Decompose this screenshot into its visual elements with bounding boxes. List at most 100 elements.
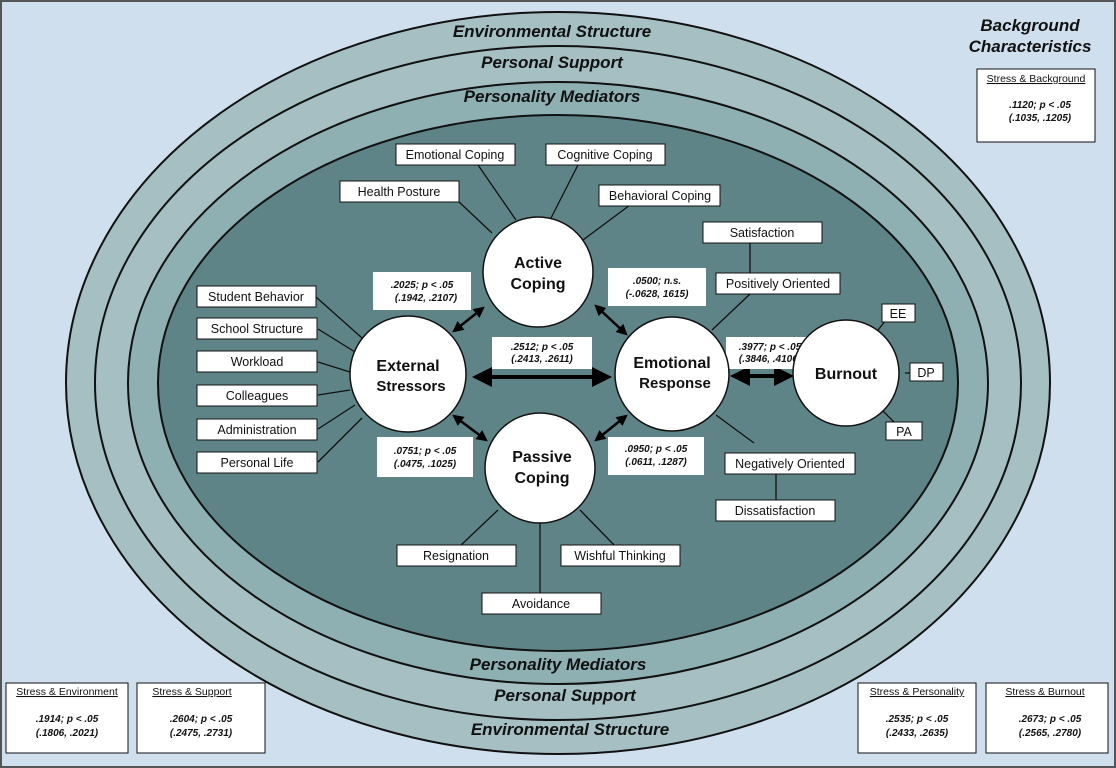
svg-text:.2512; p < .05: .2512; p < .05 xyxy=(511,342,574,353)
ring-label-environmental-bottom: Environmental Structure xyxy=(471,720,669,739)
stressor-box-colleagues: Colleagues xyxy=(196,384,318,407)
svg-text:School Structure: School Structure xyxy=(211,322,303,336)
box-negatively-oriented: Negatively Oriented xyxy=(724,452,856,475)
svg-text:Passive: Passive xyxy=(512,449,572,466)
box-pa: PA xyxy=(885,421,923,441)
stress-burnout-value: .2673; p < .05 xyxy=(1019,714,1082,725)
svg-text:Active: Active xyxy=(514,255,562,272)
ring-label-environmental-top: Environmental Structure xyxy=(453,22,651,41)
stressor-box-personal-life: Personal Life xyxy=(196,451,318,474)
stress-personality-title: Stress & Personality xyxy=(870,686,965,698)
background-title-line1: Background xyxy=(980,16,1080,35)
svg-text:Emotional: Emotional xyxy=(633,355,710,372)
ring-label-support-bottom: Personal Support xyxy=(494,686,637,705)
arrow-stressors-passive xyxy=(452,414,488,442)
node-external-stressors: External Stressors xyxy=(349,315,467,433)
svg-text:Workload: Workload xyxy=(231,355,284,369)
stress-burnout-title: Stress & Burnout xyxy=(1005,686,1084,698)
svg-text:.3977; p < .05: .3977; p < .05 xyxy=(739,342,802,353)
passive-connectors xyxy=(459,509,616,593)
box-behavioral-coping: Behavioral Coping xyxy=(598,184,721,207)
stress-support-title: Stress & Support xyxy=(152,686,231,698)
svg-text:.2025; p < .05: .2025; p < .05 xyxy=(391,280,454,291)
svg-text:(.0611, .1287): (.0611, .1287) xyxy=(625,457,687,468)
svg-text:Cognitive Coping: Cognitive Coping xyxy=(557,148,652,162)
svg-text:Health Posture: Health Posture xyxy=(358,185,441,199)
stat-active-emotional: .0500; n.s. (-.0628, 1615) xyxy=(608,268,706,306)
stress-burnout-box: Stress & Burnout .2673; p < .05 (.2565, … xyxy=(985,682,1109,754)
node-passive-coping: Passive Coping xyxy=(484,412,596,524)
svg-text:(.0475, .1025): (.0475, .1025) xyxy=(394,459,457,470)
svg-text:Positively Oriented: Positively Oriented xyxy=(726,277,830,291)
box-resignation: Resignation xyxy=(396,544,517,567)
stress-environment-title: Stress & Environment xyxy=(16,686,118,698)
svg-text:Coping: Coping xyxy=(510,276,565,293)
stress-environment-ci: (.1806, .2021) xyxy=(36,728,99,739)
ring-label-support-top: Personal Support xyxy=(481,53,624,72)
svg-text:Wishful Thinking: Wishful Thinking xyxy=(574,549,666,563)
stat-stress-emotional: .2512; p < .05 (.2413, .2611) xyxy=(492,337,592,369)
arrow-passive-emotional xyxy=(594,414,628,442)
stress-support-ci: (.2475, .2731) xyxy=(170,728,233,739)
emotional-connectors xyxy=(711,243,777,501)
stress-burnout-ci: (.2565, .2780) xyxy=(1019,728,1082,739)
stress-background-title: Stress & Background xyxy=(987,73,1086,85)
svg-text:DP: DP xyxy=(917,366,934,380)
svg-text:PA: PA xyxy=(896,425,912,439)
svg-text:Emotional Coping: Emotional Coping xyxy=(406,148,505,162)
box-health-posture: Health Posture xyxy=(339,180,460,203)
background-title-line2: Characteristics xyxy=(969,37,1092,56)
stress-personality-value: .2535; p < .05 xyxy=(886,714,949,725)
relationship-arrows xyxy=(452,304,794,442)
svg-text:.0500; n.s.: .0500; n.s. xyxy=(633,276,681,287)
svg-text:.0751; p < .05: .0751; p < .05 xyxy=(394,446,457,457)
stat-stress-active: .2025; p < .05 (.1942, .2107) xyxy=(373,272,471,310)
stressor-box-student-behavior: Student Behavior xyxy=(196,285,317,308)
stressor-box-workload: Workload xyxy=(196,350,318,373)
svg-text:Burnout: Burnout xyxy=(815,366,878,383)
svg-text:(.2413, .2611): (.2413, .2611) xyxy=(511,354,573,365)
stressor-box-school-structure: School Structure xyxy=(196,317,318,340)
stress-personality-ci: (.2433, .2635) xyxy=(886,728,949,739)
svg-text:(.3846, .4106): (.3846, .4106) xyxy=(739,354,802,365)
svg-text:EE: EE xyxy=(890,307,907,321)
arrow-stressors-active xyxy=(452,306,485,333)
box-satisfaction: Satisfaction xyxy=(702,221,823,244)
box-positively-oriented: Positively Oriented xyxy=(715,272,841,295)
stressor-box-administration: Administration xyxy=(196,418,318,441)
arrow-active-emotional xyxy=(594,304,628,336)
svg-text:Satisfaction: Satisfaction xyxy=(730,226,795,240)
node-emotional-response: Emotional Response xyxy=(614,316,730,432)
stress-background-value: .1120; p < .05 xyxy=(1009,100,1071,111)
svg-text:Negatively Oriented: Negatively Oriented xyxy=(735,457,845,471)
svg-text:(-.0628, 1615): (-.0628, 1615) xyxy=(626,289,689,300)
ring-label-personality-top: Personality Mediators xyxy=(464,87,641,106)
box-dp: DP xyxy=(909,362,944,382)
svg-text:Dissatisfaction: Dissatisfaction xyxy=(735,504,816,518)
node-burnout: Burnout xyxy=(792,319,900,427)
stress-environment-value: .1914; p < .05 xyxy=(36,714,99,725)
box-dissatisfaction: Dissatisfaction xyxy=(715,499,836,522)
box-emotional-coping: Emotional Coping xyxy=(395,143,516,166)
svg-text:Behavioral Coping: Behavioral Coping xyxy=(609,189,711,203)
box-wishful-thinking: Wishful Thinking xyxy=(560,544,681,567)
box-cognitive-coping: Cognitive Coping xyxy=(545,143,666,166)
stat-stress-passive: .0751; p < .05 (.0475, .1025) xyxy=(377,437,473,477)
svg-text:Avoidance: Avoidance xyxy=(512,597,570,611)
svg-text:Colleagues: Colleagues xyxy=(226,389,289,403)
stat-passive-emotional: .0950; p < .05 (.0611, .1287) xyxy=(608,437,704,475)
svg-text:Coping: Coping xyxy=(514,470,569,487)
svg-text:Resignation: Resignation xyxy=(423,549,489,563)
ring-label-personality-bottom: Personality Mediators xyxy=(470,655,647,674)
svg-text:Student Behavior: Student Behavior xyxy=(208,290,304,304)
node-active-coping: Active Coping xyxy=(482,216,594,328)
svg-text:.0950; p < .05: .0950; p < .05 xyxy=(625,444,688,455)
box-avoidance: Avoidance xyxy=(481,592,602,615)
stress-background-box: Stress & Background .1120; p < .05 (.103… xyxy=(976,68,1096,143)
svg-text:Administration: Administration xyxy=(217,423,296,437)
box-ee: EE xyxy=(881,303,916,323)
stress-support-box: Stress & Support .2604; p < .05 (.2475, … xyxy=(136,682,266,754)
svg-text:(.1942, .2107): (.1942, .2107) xyxy=(395,293,458,304)
